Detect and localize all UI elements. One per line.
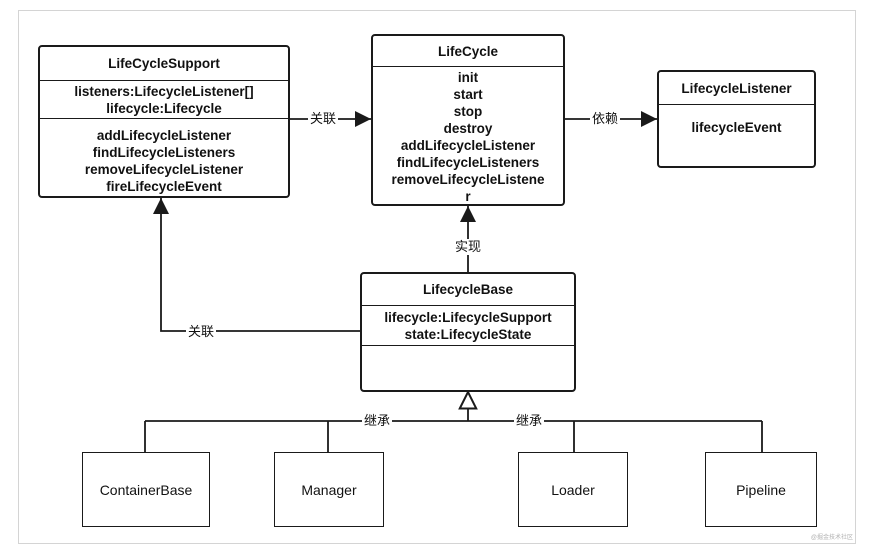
dependency-label: 依赖 <box>590 111 621 127</box>
field-listeners: listeners:LifecycleListener[] <box>74 84 254 99</box>
lifecycle-listener-interface: LifecycleListener lifecycleEvent <box>657 70 816 168</box>
method-find-listeners: findLifecycleListeners <box>92 145 236 160</box>
subclass-loader: Loader <box>518 452 628 527</box>
realization-label: 实现 <box>453 239 484 255</box>
lifecycle-support-class: LifeCycleSupport listeners:LifecycleList… <box>38 45 290 198</box>
lifecycle-base-title: LifecycleBase <box>422 282 514 297</box>
lifecycle-base-fields: lifecycle:LifecycleSupport state:Lifecyc… <box>362 305 574 345</box>
method-remove-listener-wrap: r <box>465 189 471 204</box>
field-lifecycle: lifecycle:Lifecycle <box>106 101 222 116</box>
association-label-top: 关联 <box>308 111 339 127</box>
method-destroy: destroy <box>443 121 493 136</box>
watermark: @掘金技术社区 <box>810 535 853 541</box>
method-add-listener: addLifecycleListener <box>96 128 232 143</box>
lifecycle-listener-title: LifecycleListener <box>681 80 792 96</box>
inherit-label-right: 继承 <box>514 413 545 429</box>
method-lifecycle-event: lifecycleEvent <box>691 120 782 135</box>
method-find-listeners: findLifecycleListeners <box>396 155 540 170</box>
method-add-listener: addLifecycleListener <box>400 138 536 153</box>
lifecycle-support-fields: listeners:LifecycleListener[] lifecycle:… <box>40 80 288 118</box>
lifecycle-base-methods <box>362 345 574 390</box>
method-stop: stop <box>453 104 483 119</box>
lifecycle-support-title: LifeCycleSupport <box>108 56 220 71</box>
lifecycle-title: LifeCycle <box>437 43 499 59</box>
lifecycle-interface: LifeCycle init start stop destroy addLif… <box>371 34 565 206</box>
method-remove-listener: removeLifecycleListene <box>391 172 545 187</box>
subclass-manager: Manager <box>274 452 384 527</box>
inherit-label-left: 继承 <box>362 413 393 429</box>
method-remove-listener: removeLifecycleListener <box>84 162 244 177</box>
lifecycle-listener-methods: lifecycleEvent <box>659 104 814 136</box>
field-lifecycle-support: lifecycle:LifecycleSupport <box>384 310 552 325</box>
field-state: state:LifecycleState <box>404 327 532 342</box>
lifecycle-base-class: LifecycleBase lifecycle:LifecycleSupport… <box>360 272 576 392</box>
subclass-pipeline: Pipeline <box>705 452 817 527</box>
method-init: init <box>457 70 479 85</box>
method-fire-event: fireLifecycleEvent <box>106 179 222 194</box>
association-label-left: 关联 <box>186 324 217 340</box>
lifecycle-methods: init start stop destroy addLifecycleList… <box>373 66 563 205</box>
subclass-containerbase: ContainerBase <box>82 452 210 527</box>
association-arrow-left <box>152 198 360 332</box>
method-start: start <box>453 87 483 102</box>
lifecycle-support-methods: addLifecycleListener findLifecycleListen… <box>40 118 288 195</box>
